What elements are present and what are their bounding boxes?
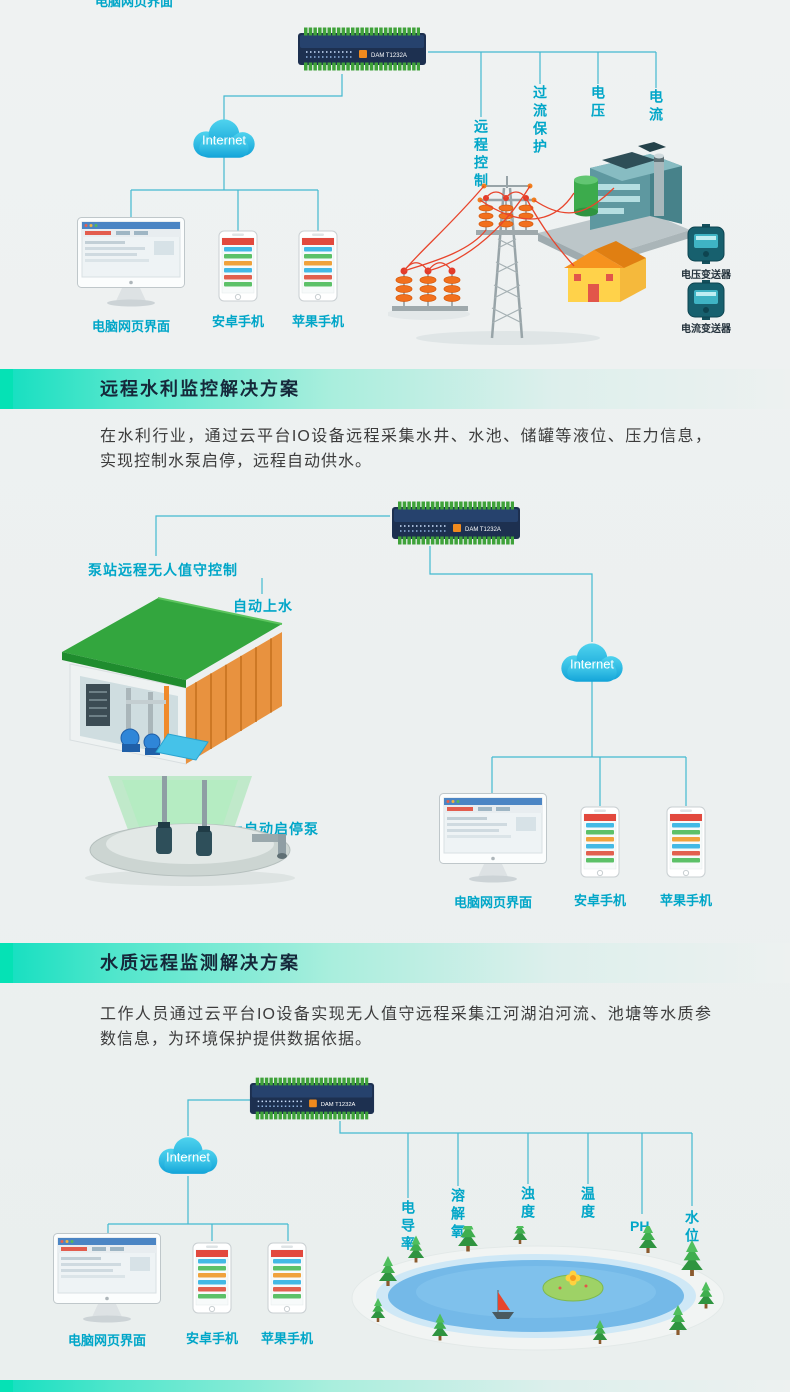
android-label-3: 安卓手机 [185, 1331, 239, 1346]
section3-header: 水质远程监测解决方案 [0, 943, 790, 983]
pc-monitor-3 [52, 1232, 162, 1324]
pc-monitor-2 [438, 792, 548, 884]
transformer-bank-lower [392, 267, 468, 311]
internet-label-1: Internet [201, 132, 247, 148]
power-station-illustration [388, 142, 690, 345]
internet-cloud-2: Internet [552, 640, 632, 686]
iphone-1 [298, 230, 338, 302]
sailboat [492, 1290, 514, 1319]
voltage-transmitter-label: 电压变送器 [681, 270, 731, 281]
section3-body: 工作人员通过云平台IO设备实现无人值守远程采集江河湖泊河流、池塘等水质参数信息，… [100, 1006, 712, 1048]
iphone-label-1: 苹果手机 [291, 314, 345, 329]
plc-device-1 [296, 26, 428, 72]
current-transmitter-label: 电流变送器 [681, 324, 731, 335]
well-base [89, 776, 291, 877]
pond-illustration [351, 1226, 725, 1351]
pc-label-2: 电脑网页界面 [453, 895, 533, 910]
section2-title: 远程水利监控解决方案 [100, 379, 300, 399]
island [542, 1270, 604, 1302]
iphone-3 [267, 1242, 307, 1314]
vlabel-conductivity: 电导率 [400, 1200, 416, 1254]
clipped-label-text: 电脑网页界面 [95, 0, 174, 8]
callout-pump-station: 泵站远程无人值守控制 [88, 562, 238, 578]
iphone-label-2: 苹果手机 [659, 893, 713, 908]
section2-body: 在水利行业，通过云平台IO设备远程采集水井、水池、储罐等液位、压力信息，实现控制… [100, 428, 712, 470]
section2-header: 远程水利监控解决方案 [0, 369, 790, 409]
callout-auto-fill: 自动上水 [233, 598, 293, 614]
next-section-header-partial [0, 1380, 790, 1392]
vlabel-dissolved-oxygen: 溶解氧 [450, 1188, 466, 1242]
plc-device-3 [248, 1076, 376, 1121]
section3-title: 水质远程监测解决方案 [100, 953, 300, 973]
lake [376, 1254, 696, 1338]
water-pool [155, 733, 209, 761]
pump-station-illustration [62, 597, 295, 886]
android-phone-1 [218, 230, 258, 302]
current-transmitter-device [684, 280, 728, 320]
pc-label-1: 电脑网页界面 [91, 319, 171, 334]
voltage-transmitter-device [684, 224, 728, 264]
vlabel-water-level: 水位 [684, 1210, 700, 1246]
pc-monitor-1 [76, 216, 186, 308]
power-wires [403, 185, 615, 272]
iphone-label-3: 苹果手机 [260, 1331, 314, 1346]
internet-label-2: Internet [569, 656, 615, 672]
yellow-house [564, 241, 646, 302]
android-label-1: 安卓手机 [211, 314, 265, 329]
clipped-label-top: 电脑网页界面 [95, 0, 225, 8]
pc-label-3: 电脑网页界面 [67, 1333, 147, 1348]
vlabel-turbidity: 浊度 [520, 1186, 536, 1222]
vlabel-temperature: 温度 [580, 1186, 596, 1222]
storage-tank [574, 175, 598, 217]
internet-label-3: Internet [165, 1149, 211, 1165]
vlabel-remote-control: 远程控制 [473, 119, 489, 191]
android-phone-3 [192, 1242, 232, 1314]
vlabel-voltage: 电压 [590, 85, 606, 121]
internet-cloud-3: Internet [150, 1134, 226, 1178]
transformer-bank-upper [476, 195, 538, 235]
plc-device-2 [390, 500, 522, 546]
vlabel-overcurrent: 过流保护 [532, 85, 548, 157]
factory-building [590, 142, 682, 230]
android-label-2: 安卓手机 [573, 893, 627, 908]
vlabel-current: 电流 [648, 89, 664, 125]
internet-cloud-1: Internet [184, 116, 264, 162]
iphone-2 [666, 806, 706, 878]
pump-house [62, 597, 283, 765]
android-phone-2 [580, 806, 620, 878]
